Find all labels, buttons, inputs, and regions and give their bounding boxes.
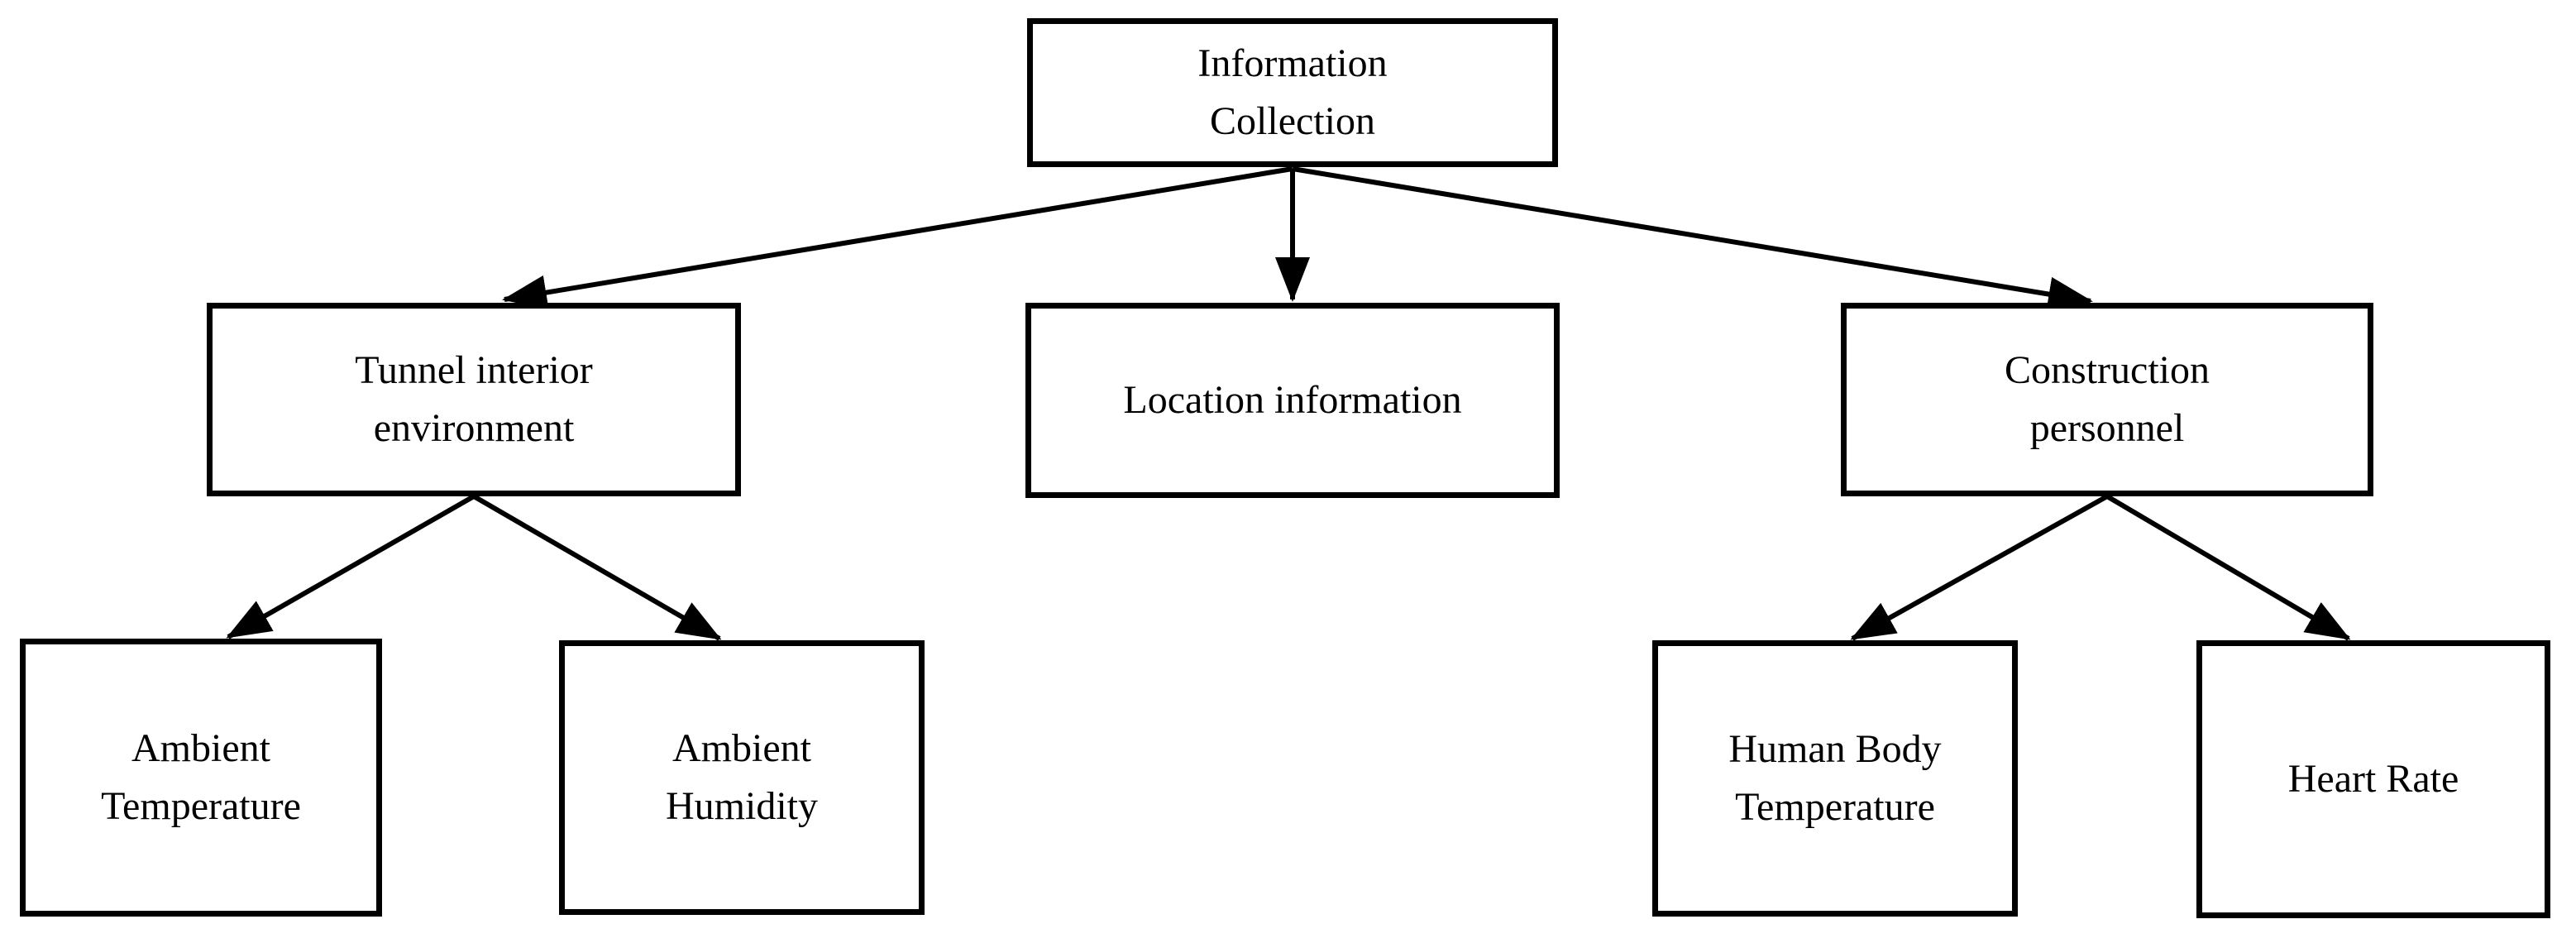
node-label-tunnel-interior-environment: Tunnel interior environment — [355, 348, 593, 450]
node-construction-personnel: Construction personnel — [1841, 303, 2373, 496]
node-label-ambient-temperature: Ambient Temperature — [101, 726, 301, 828]
edge-construction-to-heart — [2105, 494, 2351, 641]
node-ambient-temperature: Ambient Temperature — [20, 639, 382, 917]
edge-tunnel-to-ambtemp — [226, 494, 476, 639]
node-ambient-humidity: Ambient Humidity — [559, 640, 925, 915]
node-location-information: Location information — [1025, 303, 1560, 498]
node-label-construction-personnel: Construction personnel — [2005, 348, 2210, 450]
edge-info-to-construction — [1292, 166, 2093, 312]
node-label-heart-rate: Heart Rate — [2287, 757, 2459, 802]
edge-info-to-tunnel — [502, 166, 1293, 310]
node-label-information-collection: Information Collection — [1197, 41, 1388, 143]
node-label-human-body-temperature: Human Body Temperature — [1728, 727, 1942, 829]
edge-construction-to-hbt — [1850, 494, 2109, 641]
node-label-ambient-humidity: Ambient Humidity — [665, 726, 818, 828]
node-heart-rate: Heart Rate — [2196, 640, 2550, 918]
node-information-collection: Information Collection — [1027, 18, 1558, 167]
node-human-body-temperature: Human Body Temperature — [1652, 640, 2018, 917]
node-tunnel-interior-environment: Tunnel interior environment — [207, 303, 741, 496]
node-label-location-information: Location information — [1123, 378, 1462, 423]
edge-tunnel-to-ambhum — [472, 494, 722, 641]
